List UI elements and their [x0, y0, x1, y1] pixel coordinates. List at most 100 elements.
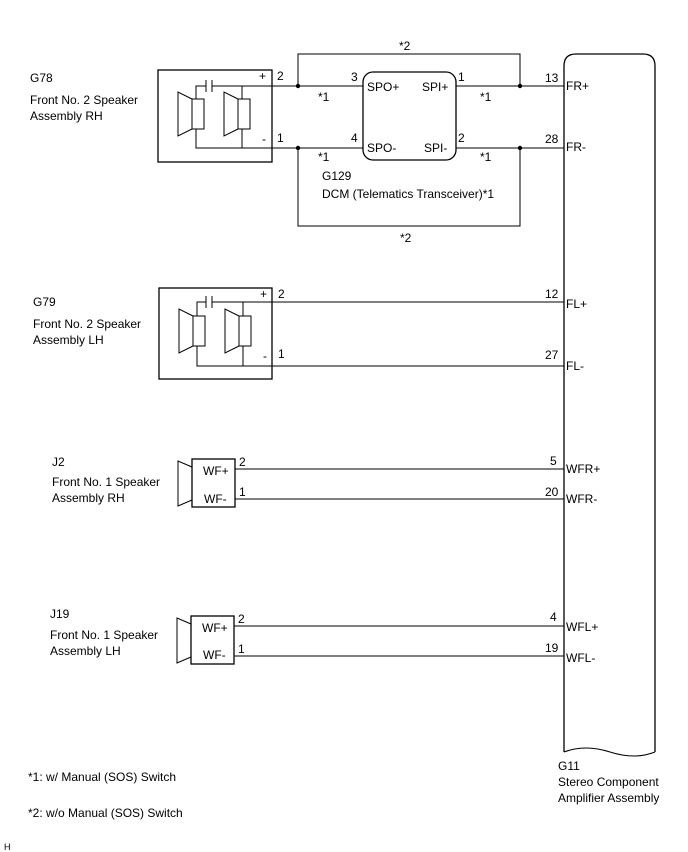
- g79-woofer-magnet: [238, 315, 252, 347]
- j2-term-wf-minus: WF-: [204, 492, 227, 506]
- g78-minus-mark: -: [262, 132, 266, 146]
- dcm-g129: SPO+ SPO- SPI+ SPI- 3 4 1 2 G129 DCM (Te…: [322, 70, 494, 201]
- wire-bypass-bottom: [297, 148, 521, 227]
- mark-star1-a: *1: [318, 90, 330, 104]
- amp-code: G11: [558, 759, 580, 773]
- g78-cap-wire-left: [195, 85, 206, 99]
- g79-name-line1: Front No. 2 Speaker: [33, 317, 141, 331]
- wire-bypass-top: [297, 53, 521, 86]
- j2-pin-1: 1: [239, 485, 246, 499]
- amp-pin-19: 19: [545, 641, 559, 655]
- g79-pin-1: 1: [278, 347, 285, 361]
- junction-dot: [517, 145, 523, 151]
- g79-name-line2: Assembly LH: [33, 333, 104, 347]
- j19-pin-1: 1: [238, 642, 245, 656]
- speaker-g78: G78 Front No. 2 Speaker Assembly RH + - …: [30, 69, 284, 163]
- dcm-term-spi-minus: SPI-: [424, 141, 447, 155]
- j2-connector-box: [191, 458, 236, 508]
- amp-name-line2: Amplifier Assembly: [558, 791, 659, 805]
- g79-minus-mark: -: [263, 349, 267, 363]
- junction-dot: [517, 83, 523, 89]
- amp-term-fr-plus: FR+: [566, 79, 589, 93]
- j19-speaker-cone-icon: [176, 617, 192, 664]
- amp-pin-12: 12: [545, 287, 559, 301]
- amplifier-g11: FR+ FR- FL+ FL- WFR+ WFR- WFL+ WFL- 13 2…: [545, 53, 659, 805]
- g78-tweeter-magnet: [191, 98, 205, 130]
- mark-star1-d: *1: [480, 150, 492, 164]
- dcm-term-spo-plus: SPO+: [367, 80, 399, 94]
- amp-pin-27: 27: [545, 348, 559, 362]
- j2-term-wf-plus: WF+: [203, 464, 229, 478]
- mark-star2-bottom: *2: [400, 231, 412, 245]
- dcm-code: G129: [322, 169, 352, 183]
- amp-term-wfr-plus: WFR+: [566, 462, 600, 476]
- amp-term-wfr-minus: WFR-: [566, 492, 597, 506]
- amp-pin-4: 4: [550, 610, 557, 624]
- g78-woofer-magnet: [237, 98, 251, 130]
- g79-tweeter-return: [196, 346, 262, 367]
- j19-term-wf-minus: WF-: [203, 648, 226, 662]
- junction-dot: [295, 83, 301, 89]
- amp-pin-13: 13: [545, 71, 559, 85]
- j19-name-line2: Assembly LH: [50, 644, 121, 658]
- amp-term-fl-plus: FL+: [566, 297, 587, 311]
- g78-name-line1: Front No. 2 Speaker: [30, 93, 138, 107]
- j2-code: J2: [52, 455, 65, 469]
- g78-woofer-cone: [223, 91, 239, 137]
- mark-star1-c: *1: [318, 150, 330, 164]
- junction-dot: [295, 145, 301, 151]
- note-star1: *1: w/ Manual (SOS) Switch: [28, 770, 176, 784]
- j2-speaker-cone-icon: [177, 460, 193, 507]
- dcm-name: DCM (Telematics Transceiver)*1: [322, 187, 494, 201]
- g79-connector-box: [158, 287, 273, 380]
- amp-term-fr-minus: FR-: [566, 140, 586, 154]
- g79-cap-wire-left: [196, 301, 206, 316]
- g78-tweeter-return: [195, 129, 262, 149]
- speaker-g79: G79 Front No. 2 Speaker Assembly LH + - …: [33, 287, 564, 380]
- amp-pin-28: 28: [545, 132, 559, 146]
- j2-pin-2: 2: [239, 455, 246, 469]
- corner-mark: H: [4, 842, 11, 852]
- g79-code: G79: [33, 295, 56, 309]
- mark-star1-b: *1: [480, 90, 492, 104]
- g79-tweeter-magnet: [192, 315, 206, 347]
- j2-name-line2: Assembly RH: [52, 491, 125, 505]
- j19-name-line1: Front No. 1 Speaker: [50, 628, 158, 642]
- j2-name-line1: Front No. 1 Speaker: [52, 475, 160, 489]
- g78-pin-2: 2: [277, 69, 284, 83]
- amp-term-wfl-minus: WFL-: [566, 651, 595, 665]
- amp-pin-5: 5: [550, 454, 557, 468]
- mark-star2-top: *2: [399, 39, 411, 53]
- g79-tweeter-cone: [178, 308, 194, 354]
- j19-connector-box: [190, 615, 235, 665]
- dcm-pin-3: 3: [351, 70, 358, 84]
- g78-pin-1: 1: [277, 131, 284, 145]
- g79-plus-mark: +: [260, 287, 267, 301]
- speaker-j19: J19 Front No. 1 Speaker Assembly LH WF+ …: [50, 607, 564, 665]
- g78-plus-mark: +: [259, 69, 266, 83]
- dcm-pin-2: 2: [458, 131, 465, 145]
- dcm-pin-4: 4: [351, 131, 358, 145]
- amplifier-body: [563, 53, 656, 752]
- amp-term-wfl-plus: WFL+: [566, 620, 598, 634]
- dcm-term-spi-plus: SPI+: [422, 80, 448, 94]
- amp-term-fl-minus: FL-: [566, 359, 584, 373]
- amp-name-line1: Stereo Component: [558, 775, 659, 789]
- j19-pin-2: 2: [238, 612, 245, 626]
- g78-connector-box: [157, 69, 273, 163]
- g78-tweeter-cone: [177, 91, 193, 137]
- j19-code: J19: [50, 607, 70, 621]
- speaker-j2: J2 Front No. 1 Speaker Assembly RH WF+ W…: [52, 455, 564, 508]
- dcm-pin-1: 1: [458, 70, 465, 84]
- g79-pin-2: 2: [278, 287, 285, 301]
- amp-pin-20: 20: [545, 485, 559, 499]
- dcm-term-spo-minus: SPO-: [367, 141, 396, 155]
- note-star2: *2: w/o Manual (SOS) Switch: [28, 806, 183, 820]
- g79-woofer-cone: [224, 308, 240, 354]
- g78-code: G78: [30, 71, 53, 85]
- j19-term-wf-plus: WF+: [202, 621, 228, 635]
- wires-front-no2-rh: *2 *2 *1 *1 *1 *1: [272, 39, 564, 245]
- g78-name-line2: Assembly RH: [30, 109, 103, 123]
